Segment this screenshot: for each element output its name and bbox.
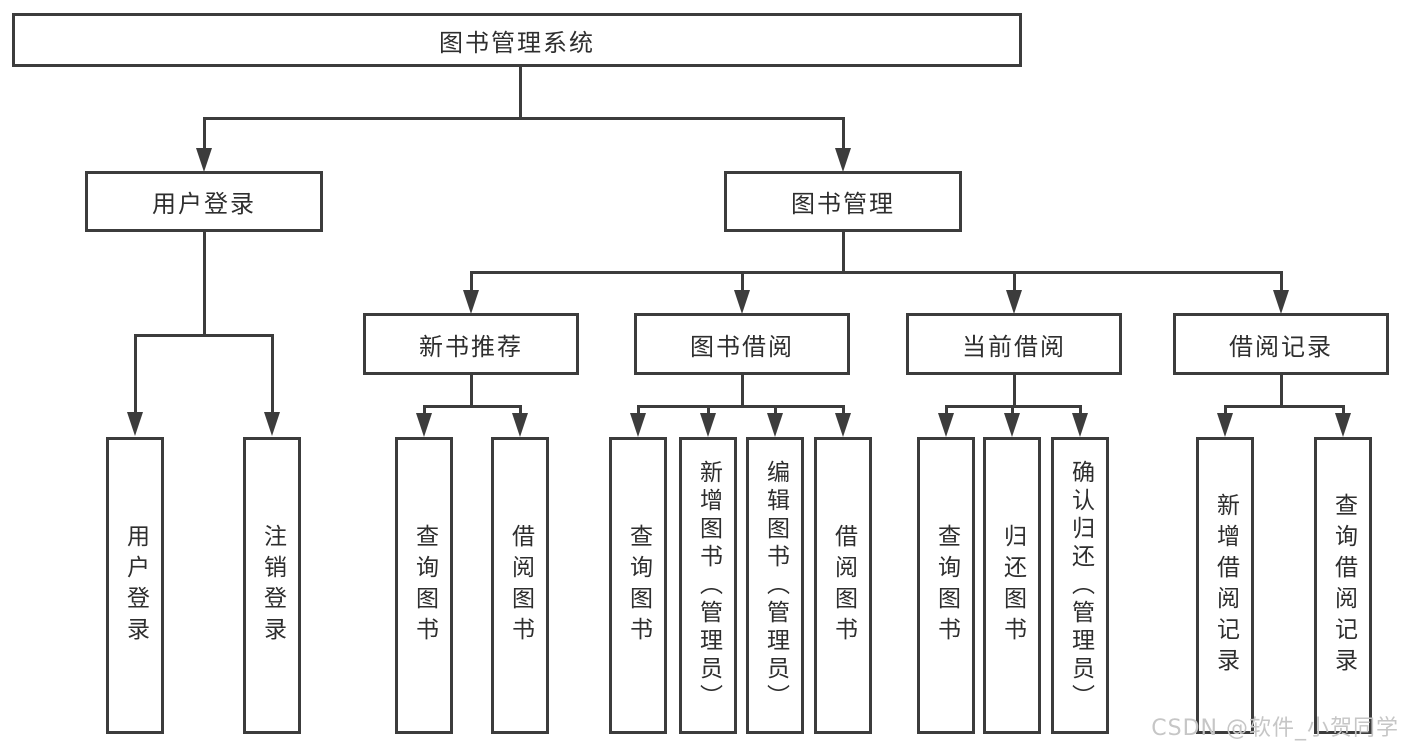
- connector-line: [637, 405, 640, 417]
- connector-line: [519, 66, 522, 119]
- node-leaf-user-login: 用户登录: [106, 437, 164, 734]
- connector-line: [637, 405, 845, 408]
- connector-line: [774, 405, 777, 417]
- node-current-borrow: 当前借阅: [906, 313, 1122, 375]
- connector-line: [1280, 271, 1283, 291]
- arrow-down-icon: [196, 148, 212, 172]
- connector-line: [1224, 405, 1227, 417]
- connector-line: [134, 334, 137, 414]
- arrow-down-icon: [127, 412, 143, 436]
- node-current-borrow-label: 当前借阅: [962, 332, 1066, 361]
- arrow-down-icon: [1217, 413, 1233, 437]
- node-leaf-edit-book-admin-label: 编辑图书（管理员）: [762, 459, 789, 712]
- node-user-login-label: 用户登录: [152, 190, 256, 218]
- node-leaf-return-book-label: 归还图书: [999, 523, 1026, 648]
- arrow-down-icon: [835, 413, 851, 437]
- node-leaf-query-borrow-record: 查询借阅记录: [1314, 437, 1372, 734]
- node-root-label: 图书管理系统: [439, 28, 595, 57]
- connector-line: [1079, 405, 1082, 417]
- arrow-down-icon: [835, 148, 851, 172]
- connector-line: [470, 271, 473, 291]
- arrow-down-icon: [1006, 290, 1022, 314]
- arrow-down-icon: [1004, 413, 1020, 437]
- node-leaf-query-books-2: 查询图书: [609, 437, 667, 734]
- node-borrow-records-label: 借阅记录: [1229, 332, 1333, 361]
- connector-line: [203, 117, 206, 150]
- arrow-down-icon: [1273, 290, 1289, 314]
- connector-line: [842, 117, 845, 150]
- node-leaf-borrow-books-2: 借阅图书: [814, 437, 872, 734]
- connector-line: [945, 405, 948, 417]
- connector-line: [519, 405, 522, 417]
- arrow-down-icon: [463, 290, 479, 314]
- connector-line: [470, 271, 1283, 274]
- node-leaf-add-book-admin: 新增图书（管理员）: [679, 437, 737, 734]
- connector-line: [1224, 405, 1345, 408]
- node-leaf-borrow-books-2-label: 借阅图书: [830, 523, 857, 648]
- node-leaf-add-borrow-record: 新增借阅记录: [1196, 437, 1254, 734]
- connector-line: [423, 405, 426, 417]
- node-leaf-user-login-label: 用户登录: [122, 523, 149, 648]
- node-leaf-query-books-3: 查询图书: [917, 437, 975, 734]
- arrow-down-icon: [1072, 413, 1088, 437]
- node-leaf-query-books-2-label: 查询图书: [625, 523, 652, 648]
- connector-line: [842, 229, 845, 274]
- arrow-down-icon: [938, 413, 954, 437]
- arrow-down-icon: [1335, 413, 1351, 437]
- connector-line: [1342, 405, 1345, 417]
- node-book-borrow: 图书借阅: [634, 313, 850, 375]
- node-book-management: 图书管理: [724, 171, 962, 232]
- node-leaf-edit-book-admin: 编辑图书（管理员）: [746, 437, 804, 734]
- connector-line: [707, 405, 710, 417]
- node-leaf-query-books-1-label: 查询图书: [411, 523, 438, 648]
- node-leaf-return-book: 归还图书: [983, 437, 1041, 734]
- connector-line: [470, 372, 473, 408]
- arrow-down-icon: [416, 413, 432, 437]
- node-new-book-recommend: 新书推荐: [363, 313, 579, 375]
- arrow-down-icon: [630, 413, 646, 437]
- connector-line: [1011, 405, 1014, 417]
- connector-line: [134, 334, 274, 337]
- connector-line: [741, 372, 744, 408]
- csdn-watermark: CSDN @软件_小贺同学: [1151, 716, 1399, 741]
- arrow-down-icon: [264, 412, 280, 436]
- node-user-login: 用户登录: [85, 171, 323, 232]
- connector-line: [741, 271, 744, 291]
- arrow-down-icon: [700, 413, 716, 437]
- connector-line: [842, 405, 845, 417]
- arrow-down-icon: [734, 290, 750, 314]
- node-leaf-add-book-admin-label: 新增图书（管理员）: [695, 459, 722, 712]
- node-leaf-add-borrow-record-label: 新增借阅记录: [1212, 492, 1239, 679]
- connector-line: [1013, 271, 1016, 291]
- node-leaf-confirm-return-admin: 确认归还（管理员）: [1051, 437, 1109, 734]
- node-leaf-logout: 注销登录: [243, 437, 301, 734]
- connector-line: [1280, 372, 1283, 408]
- node-book-borrow-label: 图书借阅: [690, 332, 794, 361]
- node-leaf-query-books-3-label: 查询图书: [933, 523, 960, 648]
- connector-line: [423, 405, 522, 408]
- connector-line: [1013, 372, 1016, 408]
- node-leaf-query-books-1: 查询图书: [395, 437, 453, 734]
- arrow-down-icon: [512, 413, 528, 437]
- node-leaf-logout-label: 注销登录: [259, 523, 286, 648]
- node-leaf-confirm-return-admin-label: 确认归还（管理员）: [1067, 459, 1094, 712]
- node-borrow-records: 借阅记录: [1173, 313, 1389, 375]
- arrow-down-icon: [767, 413, 783, 437]
- connector-line: [271, 334, 274, 414]
- node-leaf-borrow-books-1: 借阅图书: [491, 437, 549, 734]
- node-leaf-query-borrow-record-label: 查询借阅记录: [1330, 492, 1357, 679]
- node-book-management-label: 图书管理: [791, 190, 895, 218]
- connector-line: [203, 229, 206, 337]
- connector-line: [203, 117, 845, 120]
- node-new-book-recommend-label: 新书推荐: [419, 332, 523, 361]
- node-root: 图书管理系统: [12, 13, 1022, 67]
- node-leaf-borrow-books-1-label: 借阅图书: [507, 523, 534, 648]
